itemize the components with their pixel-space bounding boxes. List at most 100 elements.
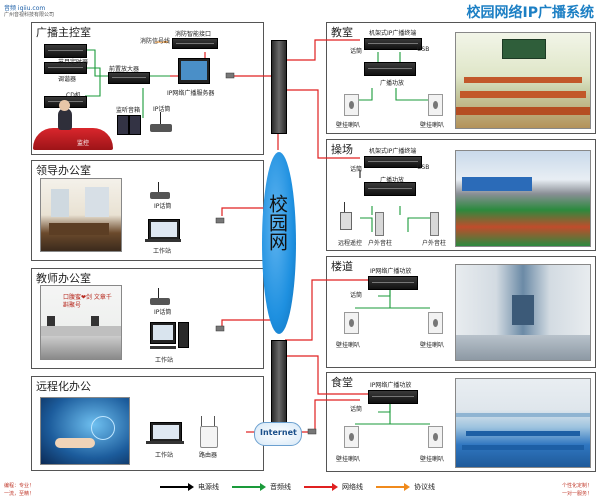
legend-arrow xyxy=(332,483,338,491)
monitor-speaker-left xyxy=(117,115,129,135)
switch-nodes xyxy=(215,72,317,435)
legend-label: 协议线 xyxy=(414,483,435,491)
room-title: 教师办公室 xyxy=(36,272,91,285)
classroom-photo xyxy=(455,32,591,129)
preamp-label: 前置放大器 xyxy=(109,66,140,73)
program-timer-device xyxy=(44,44,87,58)
mic-label: 话筒 xyxy=(350,48,363,55)
workstation-label: 工作站 xyxy=(155,452,174,459)
ip-amp-device xyxy=(368,390,418,404)
ip-mic-label: IP话筒 xyxy=(153,106,171,113)
room-title: 远程化办公 xyxy=(36,380,91,393)
campus-network-label: 校园网 xyxy=(266,194,288,251)
legend-arrow xyxy=(260,483,266,491)
workstation-laptop xyxy=(150,422,182,443)
desk-label: 监控 xyxy=(77,140,90,147)
wall-speaker-right xyxy=(428,94,443,116)
internet-label: Internet xyxy=(260,428,297,437)
room-title: 操场 xyxy=(331,143,353,156)
logo-subtitle: 广州音视科技有限公司 xyxy=(4,12,55,18)
monitor-speaker-label: 监听音箱 xyxy=(116,107,141,114)
workstation-tower xyxy=(178,322,189,348)
footer-left-line1: 编程：专业！ xyxy=(4,483,35,489)
ip-mic-icon xyxy=(150,298,170,305)
room-title: 广播主控室 xyxy=(36,26,91,39)
ip-terminal-device xyxy=(364,38,422,50)
workstation-label: 工作站 xyxy=(155,357,174,364)
spk-right-label: 壁挂喇叭 xyxy=(420,122,445,129)
ip-mic-label: IP话筒 xyxy=(154,309,172,316)
wall-speaker-left xyxy=(344,94,359,116)
outdoor-column-right xyxy=(430,212,439,236)
operator-head xyxy=(59,100,70,111)
router-device xyxy=(200,426,218,448)
remote-control-device xyxy=(340,212,352,230)
internet-cloud: Internet xyxy=(254,422,302,446)
amp-label: IP网络广播功放 xyxy=(370,268,412,275)
leader-office-photo xyxy=(40,178,122,252)
footer-right-line2: 一对一服务！ xyxy=(562,491,593,497)
broadcast-amp-device xyxy=(364,182,416,196)
spk-left-label: 壁挂喇叭 xyxy=(336,456,361,463)
campus-network-cloud: 校园网 xyxy=(262,152,296,334)
operator-person xyxy=(58,108,72,130)
fire-signal-label: 消防信号线 xyxy=(140,38,171,45)
legend-swatch xyxy=(376,486,406,488)
timer-label: 节目定时器 xyxy=(58,59,89,66)
core-switch-top xyxy=(271,40,287,134)
fire-interface-device xyxy=(172,38,218,49)
company-logo: 音频 iqiiu.com 广州音视科技有限公司 xyxy=(4,3,64,19)
legend: 电源线 音频线 网络线 协议线 xyxy=(150,480,450,494)
tuner-device xyxy=(44,62,87,74)
ip-mic-stem xyxy=(158,288,159,298)
page-title: 校园网络IP广播系统 xyxy=(466,5,594,21)
logo-brand: 音频 iqiiu.com xyxy=(4,5,46,12)
wall-speaker-left xyxy=(344,426,359,448)
amp-label: 广播功放 xyxy=(380,177,405,184)
network-lines xyxy=(170,39,372,433)
remote-office-photo xyxy=(40,397,130,465)
workstation-laptop xyxy=(148,219,180,241)
wall-speaker-left xyxy=(344,312,359,334)
room-title: 教室 xyxy=(331,26,353,39)
router-antenna-right xyxy=(214,416,215,426)
legend-items: 电源线 音频线 网络线 协议线 xyxy=(150,480,450,494)
legend-swatch xyxy=(232,486,262,488)
fire-interface-label: 消防智能接口 xyxy=(175,31,212,38)
legend-label: 网络线 xyxy=(342,483,363,491)
spk-right-label: 壁挂喇叭 xyxy=(420,456,445,463)
core-switch-bottom xyxy=(271,340,287,426)
ip-mic-device xyxy=(150,124,172,132)
cd-label: CD机 xyxy=(66,92,81,99)
playground-photo xyxy=(455,150,591,247)
wall-speaker-right xyxy=(428,312,443,334)
ip-terminal-device xyxy=(364,156,422,168)
operator-desk xyxy=(33,128,113,150)
audio-lines xyxy=(85,49,432,425)
remote-ctrl-label: 远程遥控 xyxy=(338,240,363,247)
ip-server-label: IP网络广播服务器 xyxy=(167,90,215,97)
laptop-base xyxy=(145,239,181,242)
monitor-speaker-right xyxy=(129,115,141,135)
col-left-label: 户外音柱 xyxy=(368,240,393,247)
legend-arrow xyxy=(404,483,410,491)
workstation-monitor xyxy=(150,322,176,344)
laptop-base xyxy=(146,441,184,444)
legend-label: 音频线 xyxy=(270,483,291,491)
amp-label: 广播功放 xyxy=(380,80,405,87)
teacher-wall-text: 口腹蜜❤剑 文章千斟聚号 xyxy=(63,294,112,309)
remote-antenna xyxy=(344,202,345,212)
tuner-label: 调谐器 xyxy=(58,76,77,83)
workstation-label: 工作站 xyxy=(153,248,172,255)
outdoor-column-left xyxy=(375,212,384,236)
ip-amp-device xyxy=(368,276,418,290)
footer-right-line1: 个性化定制！ xyxy=(562,483,593,489)
terminal-label: 机架式IP广播终端 xyxy=(369,148,417,155)
preamp-device xyxy=(108,72,150,84)
canteen-photo xyxy=(455,378,591,468)
legend-label: 电源线 xyxy=(198,483,219,491)
room-title: 楼道 xyxy=(331,260,353,273)
broadcast-amp-device xyxy=(364,62,416,76)
amp-label: IP网络广播功放 xyxy=(370,382,412,389)
